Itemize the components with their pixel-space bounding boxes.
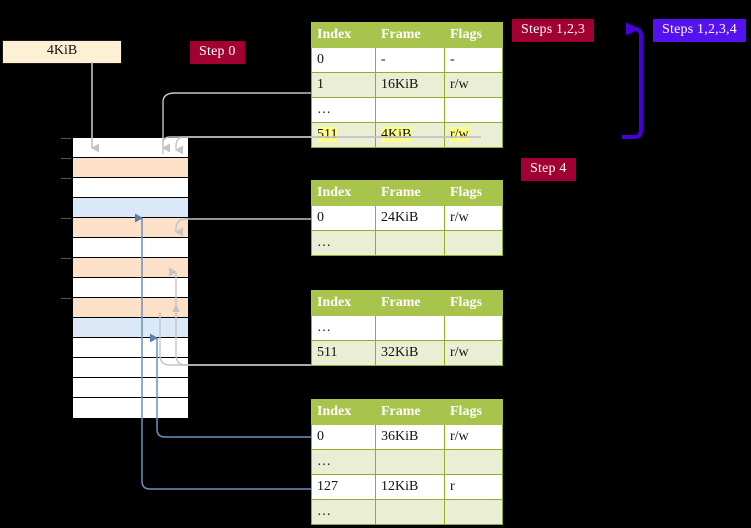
- memory-frame-label: 4KiB: [46, 43, 78, 58]
- cell-flags: [444, 230, 503, 256]
- column-header-flags: Flags: [444, 290, 503, 316]
- cell-frame: 12KiB: [375, 474, 445, 500]
- cell-index: …: [311, 449, 376, 475]
- cell-flags: r/w: [444, 72, 503, 98]
- connector-pd-511: [169, 267, 311, 366]
- purple-bracket-arrow: [622, 22, 643, 139]
- cell-frame: [375, 97, 445, 123]
- memory-grid-row: [73, 378, 188, 398]
- cell-frame: 4KiB: [375, 122, 445, 148]
- cell-flags: r/w: [444, 340, 503, 366]
- badge-step-4: Step 4: [521, 158, 576, 181]
- cell-frame: [375, 449, 445, 475]
- cell-frame: 32KiB: [375, 340, 445, 366]
- cell-flags: [444, 499, 503, 525]
- memory-grid-row: [73, 238, 188, 258]
- memory-frame-box: 4KiB: [2, 40, 122, 64]
- column-header-frame: Frame: [375, 22, 445, 48]
- memory-grid-row: [73, 138, 188, 158]
- cell-index: 0: [311, 47, 376, 73]
- cell-index: 127: [311, 474, 376, 500]
- cell-flags: [444, 97, 503, 123]
- badge-step-4-label: Step 4: [530, 161, 567, 176]
- cell-index: 511: [311, 340, 376, 366]
- grid-tick: [61, 178, 71, 179]
- cell-frame: 16KiB: [375, 72, 445, 98]
- badge-step-0: Step 0: [190, 41, 245, 64]
- memory-grid-row: [73, 338, 188, 358]
- memory-grid-row: [73, 158, 188, 178]
- table-row: …: [311, 315, 503, 341]
- column-header-flags: Flags: [444, 22, 503, 48]
- column-header-index: Index: [311, 180, 376, 206]
- cell-flags: r/w: [444, 424, 503, 450]
- column-header-index: Index: [311, 399, 376, 425]
- connector-pdpt-0: [175, 218, 311, 237]
- memory-grid-row: [73, 318, 188, 338]
- table-row: …: [311, 499, 503, 525]
- cell-index: …: [311, 499, 376, 525]
- memory-grid-row: [73, 398, 188, 418]
- memory-grid-row: [73, 298, 188, 318]
- cell-frame: [375, 230, 445, 256]
- cell-index: …: [311, 97, 376, 123]
- cell-index: 1: [311, 72, 376, 98]
- cell-frame: 36KiB: [375, 424, 445, 450]
- cell-frame: 24KiB: [375, 205, 445, 231]
- column-header-frame: Frame: [375, 180, 445, 206]
- grid-tick: [61, 218, 71, 219]
- memory-grid-row: [73, 278, 188, 298]
- cell-frame: [375, 499, 445, 525]
- cell-flags: r: [444, 474, 503, 500]
- cell-flags: [444, 315, 503, 341]
- table-row: …: [311, 449, 503, 475]
- cell-frame: [375, 315, 445, 341]
- badge-steps-1234: Steps 1,2,3,4: [653, 19, 746, 42]
- memory-grid-row: [73, 258, 188, 278]
- cell-index: 0: [311, 205, 376, 231]
- column-header-flags: Flags: [444, 399, 503, 425]
- badge-step-0-label: Step 0: [199, 44, 236, 59]
- grid-tick: [61, 258, 71, 259]
- cell-frame: -: [375, 47, 445, 73]
- grid-tick: [61, 298, 71, 299]
- grid-tick: [61, 158, 71, 159]
- cell-index: 0: [311, 424, 376, 450]
- badge-steps-123-label: Steps 1,2,3: [521, 22, 586, 37]
- memory-grid-row: [73, 358, 188, 378]
- column-header-index: Index: [311, 22, 376, 48]
- column-header-flags: Flags: [444, 180, 503, 206]
- column-header-frame: Frame: [375, 399, 445, 425]
- cell-index: …: [311, 315, 376, 341]
- column-header-frame: Frame: [375, 290, 445, 316]
- memory-grid-row: [73, 218, 188, 238]
- column-header-index: Index: [311, 290, 376, 316]
- cell-flags: r/w: [444, 205, 503, 231]
- badge-steps-123: Steps 1,2,3: [512, 19, 595, 42]
- cell-flags: [444, 449, 503, 475]
- table-row: …: [311, 230, 503, 256]
- badge-steps-1234-label: Steps 1,2,3,4: [662, 22, 737, 37]
- cell-index: …: [311, 230, 376, 256]
- physical-memory-grid: [71, 136, 190, 418]
- cell-index: 511: [311, 122, 376, 148]
- memory-grid-row: [73, 198, 188, 218]
- table-row: 0--: [311, 47, 503, 73]
- cell-flags: -: [444, 47, 503, 73]
- memory-grid-row: [73, 178, 188, 198]
- grid-tick: [61, 138, 71, 139]
- table-row: …: [311, 97, 503, 123]
- cell-flags: r/w: [444, 122, 503, 148]
